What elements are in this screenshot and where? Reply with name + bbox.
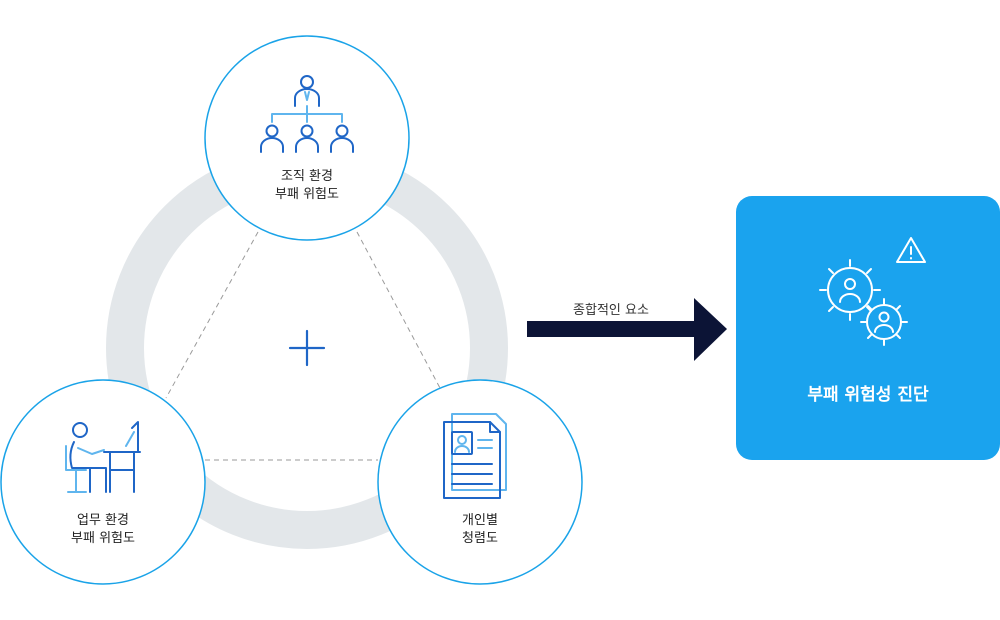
arrow-head	[694, 298, 727, 361]
node-individual-label-line2: 청렴도	[462, 531, 498, 546]
node-work-environment: 업무 환경 부패 위험도	[0, 379, 206, 585]
org-chart-icon	[260, 75, 354, 153]
flow-arrow: 종합적인 요소	[527, 298, 727, 361]
node-individual-label-line1: 개인별	[462, 513, 498, 528]
gear-people-warning-icon	[819, 237, 926, 346]
desk-worker-icon	[65, 421, 141, 493]
node-work-environment-label-line2: 부패 위험도	[71, 531, 135, 546]
node-individual: 개인별 청렴도	[377, 379, 583, 585]
center-plus-icon	[288, 329, 326, 367]
profile-document-icon	[443, 413, 507, 499]
dashed-connectors	[165, 231, 441, 461]
node-organization: 조직 환경 부패 위험도	[204, 35, 410, 241]
connector-top-left	[165, 231, 259, 399]
node-work-environment-label-line1: 업무 환경	[77, 513, 129, 528]
connector-top-right	[356, 231, 441, 389]
result-box: 부패 위험성 진단	[736, 196, 1000, 460]
node-work-environment-circle	[0, 379, 206, 585]
node-organization-label-line2: 부패 위험도	[275, 187, 339, 202]
node-individual-circle	[377, 379, 583, 585]
arrow-label: 종합적인 요소	[573, 303, 649, 318]
node-organization-label-line1: 조직 환경	[281, 169, 333, 184]
result-label: 부패 위험성 진단	[807, 384, 929, 405]
arrow-shaft	[527, 321, 699, 337]
